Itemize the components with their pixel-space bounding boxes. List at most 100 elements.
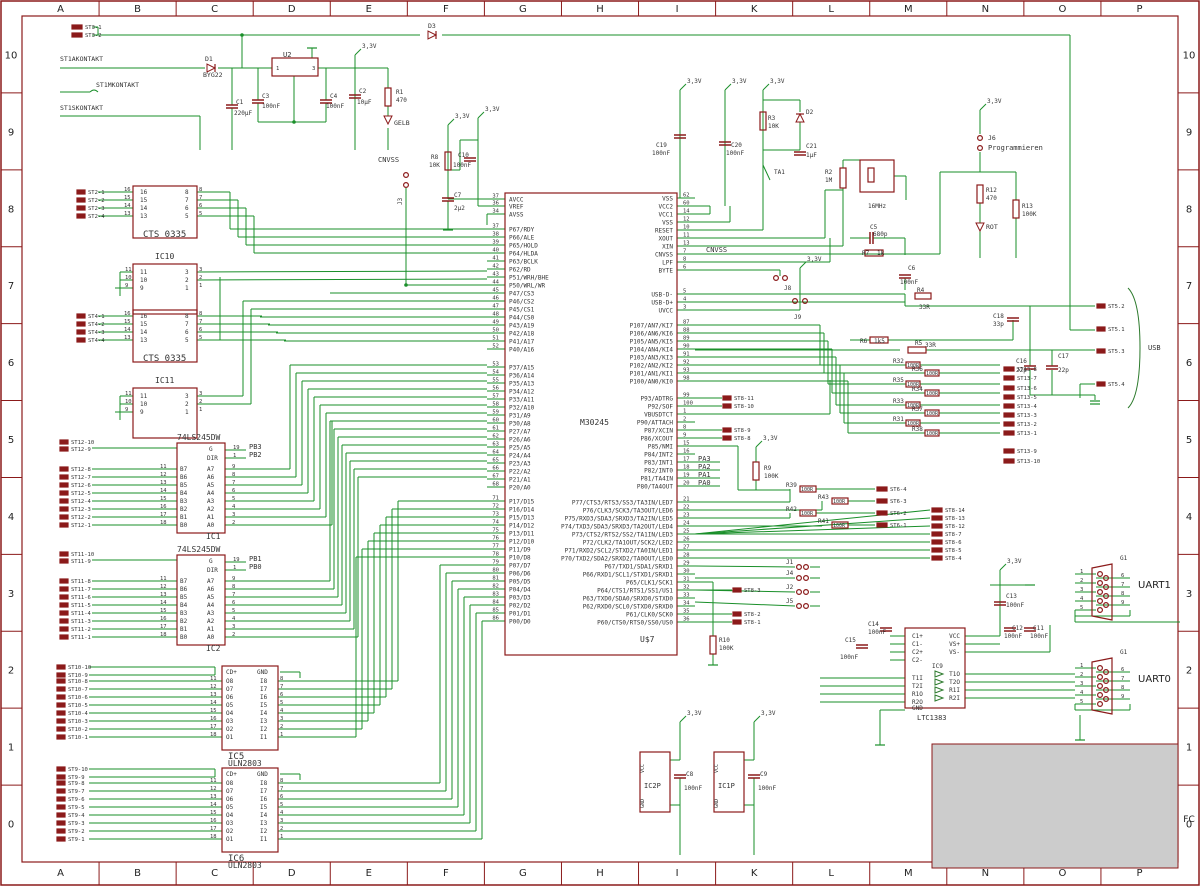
mcu-pin-name: P21/A1 bbox=[509, 477, 531, 484]
ic6-out-8 bbox=[56, 820, 66, 826]
cnvss-net-label: CNVSS bbox=[706, 246, 727, 254]
supply-symbol bbox=[753, 715, 761, 723]
mcu-pin-number: 38 bbox=[492, 232, 499, 238]
db9-contact bbox=[1096, 700, 1103, 707]
ic6-out-3 bbox=[56, 780, 66, 786]
ic6-pin-inner: I8 bbox=[260, 780, 268, 787]
ic10-pin: 6 bbox=[199, 203, 202, 209]
mcu-pin-name: P14/D12 bbox=[509, 523, 535, 530]
ic1-pin: 12 bbox=[160, 472, 167, 478]
ic2-input-6 bbox=[59, 602, 69, 608]
mcu-pin-name: P31/A9 bbox=[509, 413, 531, 420]
ic1-pin-inner: A0 bbox=[207, 522, 215, 529]
ic10-pin-inner: 8 bbox=[185, 189, 189, 196]
mcu-pin-name: P00/D0 bbox=[509, 619, 531, 626]
ic1-pin: 14 bbox=[160, 488, 167, 494]
ic10-pin: 1 bbox=[199, 283, 202, 289]
c6-value: 100nF bbox=[900, 279, 918, 286]
ic11-name: CTS 0335 bbox=[143, 354, 186, 364]
r6-label: R6 bbox=[860, 338, 868, 345]
j3-pad bbox=[403, 172, 410, 179]
mcu-pin-name: P73/CTS2/RTS2/SS2/TA1IN/LED3 bbox=[572, 532, 674, 539]
ic2-input-3-label: ST11-8 bbox=[71, 579, 91, 585]
ic2-pin: 1 bbox=[233, 565, 236, 571]
st8-3 bbox=[732, 587, 742, 593]
mcu-pin-name: VCC2 bbox=[659, 204, 674, 211]
supply-symbol bbox=[755, 440, 763, 448]
st13-pin-6 bbox=[1003, 412, 1015, 418]
st8-10-label: ST8-10 bbox=[734, 404, 754, 410]
mcu-pin-number: 34 bbox=[683, 601, 690, 607]
ic6-out-10 bbox=[56, 836, 66, 842]
ic10-pin: 7 bbox=[199, 195, 202, 201]
mcu-pin-name: P67/RDY bbox=[509, 227, 535, 234]
ic6-out-5 bbox=[56, 796, 66, 802]
ic1-pin-inner: B3 bbox=[180, 498, 188, 505]
ic2-input-5-label: ST11-6 bbox=[71, 595, 91, 601]
mcu-body bbox=[504, 192, 678, 656]
r-st6-2 bbox=[831, 497, 849, 505]
ic10-input-4 bbox=[76, 213, 86, 219]
ic10-pin: 5 bbox=[199, 211, 202, 217]
mcu-pin-number: 72 bbox=[492, 504, 499, 510]
ic6-pin-inner: I1 bbox=[260, 836, 268, 843]
ic5-pin: 17 bbox=[210, 724, 217, 730]
r1-label: R1 bbox=[396, 89, 404, 96]
mcu-pin-name: P64/HLDA bbox=[509, 251, 538, 258]
row-number: 3 bbox=[1186, 589, 1192, 600]
mcu-pin-number: 90 bbox=[683, 344, 690, 350]
ic2-input-1 bbox=[59, 551, 69, 557]
c4-label: C4 bbox=[330, 93, 338, 100]
st6-pin-4 bbox=[876, 522, 888, 528]
wire bbox=[694, 525, 931, 535]
st13-pin-7-label: ST13-2 bbox=[1017, 422, 1037, 428]
crystal-element bbox=[867, 167, 875, 183]
supply-label: 3,3V bbox=[455, 113, 470, 120]
r5 bbox=[907, 346, 927, 354]
ic6-ref: IC6 bbox=[228, 854, 244, 864]
ic10-pin-inner: 15 bbox=[140, 197, 148, 204]
j8-pad bbox=[772, 275, 779, 282]
st8b-pin-6 bbox=[931, 547, 943, 553]
supply-symbol bbox=[679, 715, 687, 723]
mcu-pin-number: 58 bbox=[492, 402, 499, 408]
ic2-dir: DIR bbox=[207, 567, 218, 574]
gnd-pin: GND bbox=[640, 799, 646, 808]
ic10-pin: 13 bbox=[124, 211, 131, 217]
ic1-pin: 17 bbox=[160, 512, 167, 518]
ic2-input-1-label: ST11-10 bbox=[71, 552, 94, 558]
r12-label: R12 bbox=[986, 187, 997, 194]
wire bbox=[694, 601, 796, 607]
ic10-pin: 11 bbox=[125, 267, 132, 273]
ic11-pin-inner: 7 bbox=[185, 321, 189, 328]
mcu-pin-number: 84 bbox=[492, 600, 499, 606]
row-number: 1 bbox=[1186, 743, 1192, 754]
mcu-pin-number: 33 bbox=[683, 593, 690, 599]
c21-label: C21 bbox=[806, 143, 817, 150]
st8-11 bbox=[722, 395, 732, 401]
mcu-pin-number: 3 bbox=[683, 305, 686, 311]
mcu-pin-name: P05/D5 bbox=[509, 579, 531, 586]
st8b-pin-7 bbox=[931, 555, 943, 561]
r9-value: 100K bbox=[764, 473, 779, 480]
r1 bbox=[384, 87, 392, 107]
mcu-pin-name: P85/NMI bbox=[648, 444, 674, 451]
row-number: 5 bbox=[1186, 435, 1192, 446]
ltc-pin-l: T1I bbox=[912, 675, 923, 682]
r3-value: 10K bbox=[768, 123, 779, 130]
r4 bbox=[914, 292, 932, 300]
jumper-pad bbox=[802, 563, 809, 570]
mcu-pin-number: 63 bbox=[492, 442, 499, 448]
r-st6-3 bbox=[799, 509, 817, 517]
ic10-pin-inner: 10 bbox=[140, 277, 148, 284]
mcu-pin-number: 16 bbox=[683, 449, 690, 455]
ic1-pin: 6 bbox=[232, 488, 235, 494]
st13-pin-10 bbox=[1003, 458, 1015, 464]
ic2-input-4 bbox=[59, 586, 69, 592]
mcu-pin-number: 89 bbox=[683, 336, 690, 342]
r7-value: 1k bbox=[877, 250, 885, 257]
ic1-pin: 16 bbox=[160, 504, 167, 510]
mcu-pin-number: 77 bbox=[492, 544, 499, 550]
ltc-pin-l: R2O bbox=[912, 699, 923, 706]
st13-pin-5-label: ST13-4 bbox=[1017, 404, 1038, 410]
